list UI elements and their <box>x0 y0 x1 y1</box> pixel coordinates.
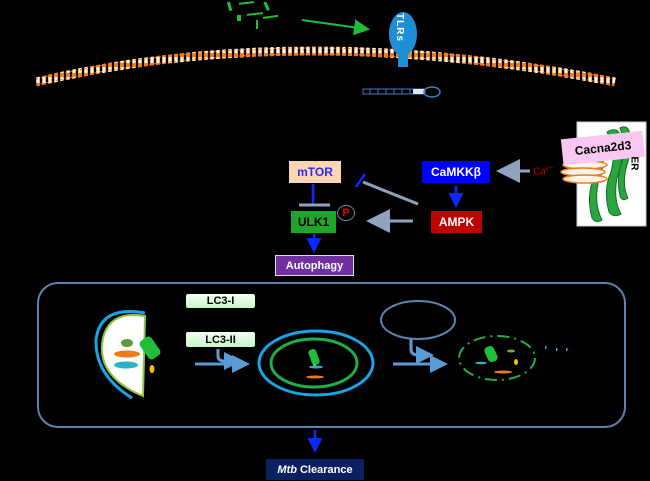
phosphorylation-marker: P <box>337 205 355 221</box>
tlr-receptor-icon <box>389 12 417 56</box>
cell-membrane <box>34 46 616 87</box>
calcium-ion-label: Ca2+ <box>533 166 553 177</box>
lc3-i-label: LC3-I <box>186 294 255 308</box>
autophagy-node: Autophagy <box>275 255 354 276</box>
lysosome-icon <box>380 300 456 340</box>
inhibit-ampk-to-mtor <box>362 180 419 206</box>
ampk-node: AMPK <box>431 211 482 233</box>
tlr-label: TLRs <box>394 13 405 42</box>
autophagosome-icon <box>257 329 375 397</box>
ulk1-node: ULK1 <box>291 211 336 233</box>
autolysosome-icon <box>458 335 568 381</box>
camkk-beta-node: CaMKKβ <box>422 161 490 183</box>
lc3-ii-label: LC3-II <box>186 332 255 347</box>
autophagy-process-panel <box>37 282 626 428</box>
arrow-lc3-conversion <box>216 349 242 370</box>
arrow-lysosome-fusion <box>409 339 434 364</box>
clearance-text: Clearance <box>299 463 353 476</box>
mtb-fragments-icon <box>226 1 279 29</box>
phagosome-icon <box>94 310 161 400</box>
calcium-symbol: Ca <box>533 166 546 178</box>
calcium-charge: 2+ <box>545 166 553 172</box>
mtor-node: mTOR <box>289 161 341 183</box>
arrow-mtb-to-tlr <box>301 19 370 36</box>
rna-hairpin-icon <box>362 86 441 98</box>
er-label: ER <box>628 156 640 171</box>
mtb-italic: Mtb <box>277 463 297 476</box>
